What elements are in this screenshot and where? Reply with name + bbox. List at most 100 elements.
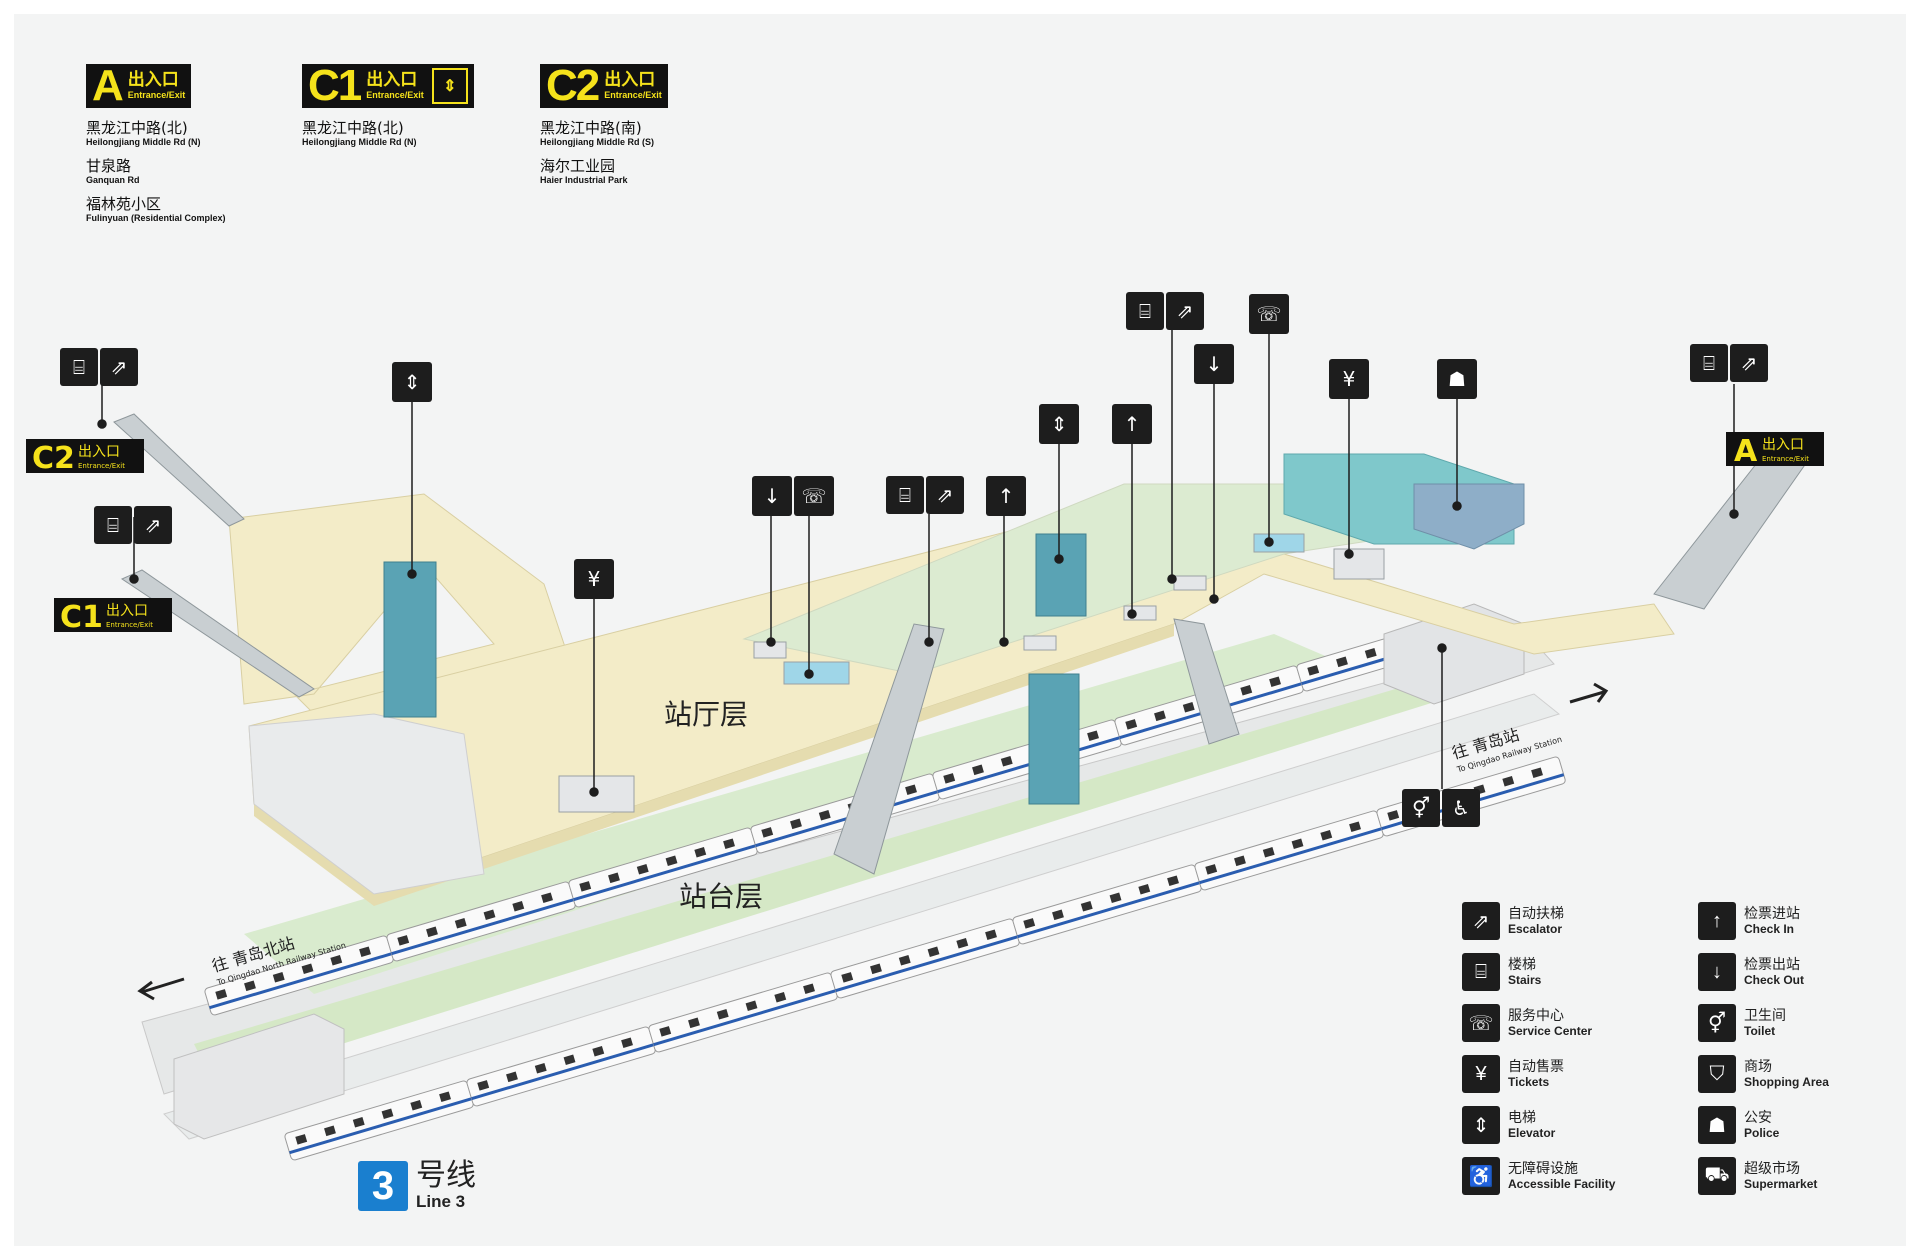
legend-zh: 检票出站 xyxy=(1744,957,1800,973)
check-out-icon: ↓ xyxy=(1698,953,1736,991)
elevator-sign xyxy=(392,362,432,402)
exit-letter: C2 xyxy=(32,441,75,476)
supermarket-icon: ⛟ xyxy=(1698,1157,1736,1195)
map-exit-c1: C1 出入口 Entrance/Exit xyxy=(54,598,172,635)
line-en: Line 3 xyxy=(416,1192,466,1211)
legend-en: Service Center xyxy=(1508,1024,1593,1038)
svg-text:↓: ↓ xyxy=(764,484,781,508)
svg-text:☗: ☗ xyxy=(1448,367,1466,391)
stairs-sign xyxy=(886,476,924,514)
svg-text:⇗: ⇗ xyxy=(1741,351,1758,375)
legend-en: Toilet xyxy=(1744,1024,1776,1038)
svg-text:⌸: ⌸ xyxy=(73,355,85,379)
destination-en: Ganquan Rd xyxy=(86,175,140,185)
stairs-icon: ⌸ xyxy=(1462,953,1500,991)
pillar-west xyxy=(383,561,437,718)
shopping-icon: ⛉ xyxy=(1698,1055,1736,1093)
map-exit-a: A 出入口 Entrance/Exit xyxy=(1726,432,1824,469)
police-sign xyxy=(1437,359,1477,399)
legend-en: Check Out xyxy=(1744,973,1805,987)
destination-zh: 黑龙江中路(北) xyxy=(86,119,188,137)
escalator-sign xyxy=(100,348,138,386)
exit-c1-destinations: 黑龙江中路(北) Heilongjiang Middle Rd (N) xyxy=(302,120,474,148)
exit-letter: C1 xyxy=(308,61,362,110)
platform-floor xyxy=(194,654,1524,1084)
exit-en: Entrance/Exit xyxy=(1762,455,1809,463)
elevator-sign xyxy=(1039,404,1079,444)
exit-en: Entrance/Exit xyxy=(127,90,186,100)
check-in-sign xyxy=(1112,404,1152,444)
check-in-sign xyxy=(986,476,1026,516)
station-3d-diagram: ⌸⇗ ⌸⇗ ⇕¥ ↓☏ ⌸⇗ ↑⇕ ↑⌸ ⇗↓ ☏¥ ☗⌸ ⇗⚥ ♿ C2 出入… xyxy=(26,292,1824,1162)
svg-text:⇕: ⇕ xyxy=(1051,412,1068,436)
svg-text:¥: ¥ xyxy=(588,567,601,591)
police-icon: ☗ xyxy=(1698,1106,1736,1144)
platform-label: 站台层 xyxy=(679,880,763,913)
line-number: 3 xyxy=(358,1161,408,1211)
toilet-icon: ⚥ xyxy=(1698,1004,1736,1042)
legend-zh: 检票进站 xyxy=(1744,906,1800,922)
svg-text:☏: ☏ xyxy=(1256,302,1281,326)
accessible-sign xyxy=(1442,789,1480,827)
legend-zh: 超级市场 xyxy=(1744,1161,1800,1177)
elevator-icon: ⇕ xyxy=(431,68,468,104)
destination-zh: 福林苑小区 xyxy=(86,195,162,213)
elevator-pillars xyxy=(383,533,1087,805)
destination-en: Heilongjiang Middle Rd (S) xyxy=(540,137,654,147)
exit-letter: A xyxy=(1734,434,1758,469)
exit-letter: A xyxy=(92,61,124,110)
legend-en: Supermarket xyxy=(1744,1177,1818,1191)
service-center-icon: ☏ xyxy=(1462,1004,1500,1042)
exit-en: Entrance/Exit xyxy=(366,90,424,100)
accessible-icon: ♿ xyxy=(1462,1157,1500,1195)
exit-zh: 出入口 xyxy=(366,70,418,90)
legend-zh: 公安 xyxy=(1744,1110,1772,1126)
svg-text:⌸: ⌸ xyxy=(1139,299,1151,323)
tickets-sign xyxy=(1329,359,1369,399)
legend-zh: 商场 xyxy=(1744,1059,1772,1075)
legend-zh: 自动售票 xyxy=(1508,1059,1564,1075)
map-signs xyxy=(60,292,1768,827)
concourse-label: 站厅层 xyxy=(664,698,748,731)
exit-letter: C2 xyxy=(546,61,600,110)
exit-en: Entrance/Exit xyxy=(78,462,125,470)
line-3-badge: 3 号线 Line 3 xyxy=(358,1160,476,1212)
exit-letter: C1 xyxy=(60,600,103,635)
stairs-sign xyxy=(1690,344,1728,382)
elevator-icon: ⇕ xyxy=(1462,1106,1500,1144)
svg-text:¥: ¥ xyxy=(1343,367,1356,391)
svg-text:⇗: ⇗ xyxy=(111,355,128,379)
destination-zh: 甘泉路 xyxy=(86,157,132,175)
sign-pins xyxy=(97,324,1739,797)
check-in-icon: ↑ xyxy=(1698,902,1736,940)
svg-text:⚥: ⚥ xyxy=(1412,796,1430,820)
legend-zh: 服务中心 xyxy=(1508,1008,1564,1024)
stairs-sign xyxy=(94,506,132,544)
svg-text:↑: ↑ xyxy=(1124,412,1141,436)
svg-text:↑: ↑ xyxy=(998,484,1015,508)
escalator-sign xyxy=(1730,344,1768,382)
svg-text:⇕: ⇕ xyxy=(404,370,421,394)
svg-text:↓: ↓ xyxy=(1206,352,1223,376)
exit-en: Entrance/Exit xyxy=(604,90,662,100)
exit-zh: 出入口 xyxy=(78,444,120,460)
escalator-c2 xyxy=(113,413,245,527)
exit-zh: 出入口 xyxy=(127,70,179,90)
check-out-sign xyxy=(752,476,792,516)
platform-ground xyxy=(163,693,1561,1140)
